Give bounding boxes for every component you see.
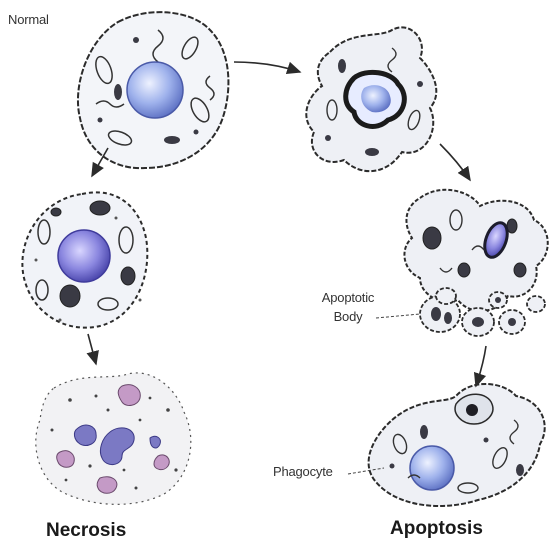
label-necrosis: Necrosis <box>46 520 126 542</box>
arrow-normal-to-shrunken <box>234 62 300 72</box>
normal-cell <box>78 12 228 168</box>
arrow-shrunken-to-bodies <box>440 144 470 180</box>
apoptotic-body-leader <box>376 314 420 318</box>
phagocyte-cell <box>369 384 545 506</box>
label-normal: Normal <box>8 12 49 27</box>
arrow-swollen-to-necrotic <box>88 334 96 364</box>
necrotic-cell <box>36 373 191 504</box>
label-apoptotic-body-line2: Body <box>318 307 378 326</box>
label-phagocyte: Phagocyte <box>273 464 333 479</box>
shrunken-cell <box>306 27 436 171</box>
swollen-cell <box>22 192 147 327</box>
label-apoptotic-body-line1: Apoptotic <box>318 288 378 307</box>
label-apoptotic-body: Apoptotic Body <box>318 288 378 326</box>
arrow-bodies-to-phagocyte <box>476 346 486 386</box>
label-apoptosis: Apoptosis <box>390 518 483 540</box>
apoptotic-bodies <box>404 190 547 336</box>
